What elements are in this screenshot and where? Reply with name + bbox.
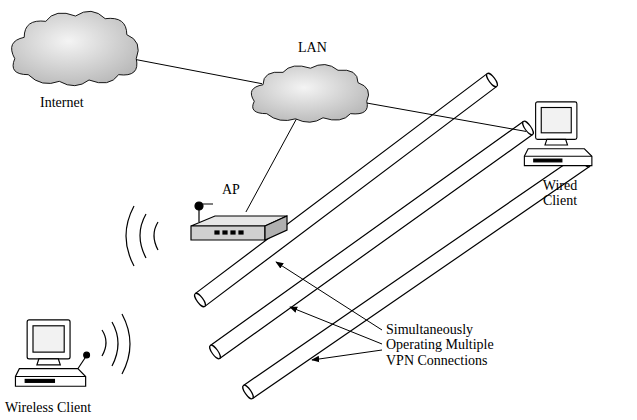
computer-icon <box>10 318 95 396</box>
node-label: Internet <box>40 95 84 110</box>
node-label: AP <box>222 182 240 197</box>
network-link <box>125 57 262 83</box>
wired-client: Wired Client <box>520 100 600 175</box>
computer-icon <box>520 100 600 175</box>
access-point-icon <box>185 200 290 255</box>
node-label: LAN <box>298 40 327 55</box>
node-label: Wired Client <box>530 178 590 209</box>
cloud-shape <box>8 8 143 88</box>
wireless-client: Wireless Client <box>10 318 95 396</box>
cloud-node: LAN <box>248 62 373 124</box>
radio-waves <box>102 206 158 374</box>
node-label: Wireless Client <box>5 400 91 415</box>
cloud-shape <box>248 62 373 124</box>
callout-arrows <box>276 262 382 360</box>
network-link <box>359 102 526 132</box>
access-point: AP <box>185 200 290 255</box>
network-link <box>246 110 301 212</box>
callout-text: Simultaneously Operating Multiple VPN Co… <box>386 322 511 368</box>
cloud-node: Internet <box>8 8 143 88</box>
